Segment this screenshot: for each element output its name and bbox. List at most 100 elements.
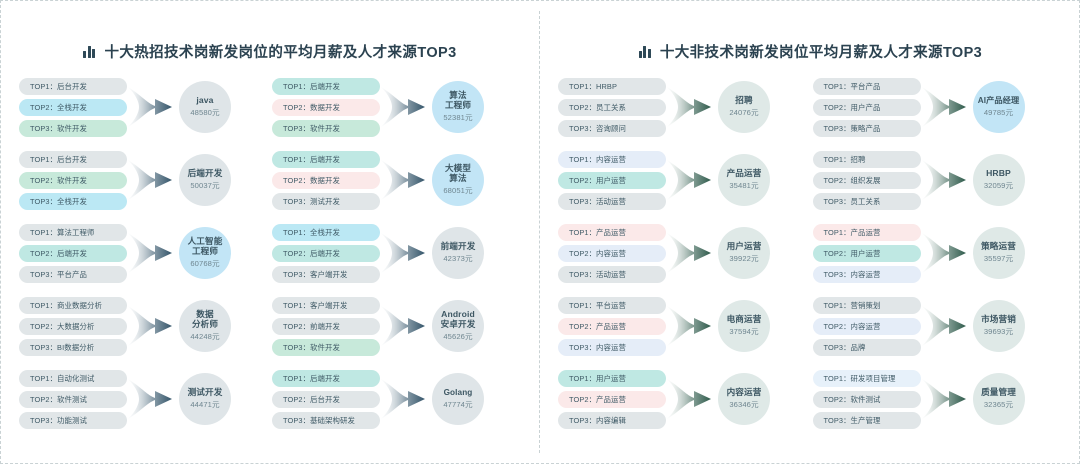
source-pill-top1[interactable]: TOP1：平台运营: [558, 296, 666, 314]
source-pill-top3[interactable]: TOP3：品牌: [812, 338, 921, 356]
source-pill-top3[interactable]: TOP3：软件开发: [19, 119, 127, 137]
source-pill-top3[interactable]: TOP3：基础架构研发: [272, 411, 380, 429]
source-pill-top1[interactable]: TOP1：后台开发: [19, 77, 127, 95]
source-pill-top2[interactable]: TOP2：组织发展: [812, 171, 921, 189]
source-pill-top1[interactable]: TOP1：产品运营: [812, 223, 921, 241]
target-job-name: 大模型 算法: [444, 162, 472, 183]
source-pill-top3[interactable]: TOP3：策略产品: [812, 119, 921, 137]
target-job-salary: 32365元: [983, 400, 1014, 410]
source-pill-top3[interactable]: TOP3：测试开发: [272, 192, 380, 210]
source-pill-top3[interactable]: TOP3：软件开发: [272, 338, 380, 356]
source-pill-top1[interactable]: TOP1：招聘: [812, 150, 921, 168]
source-pill-top3[interactable]: TOP3：功能测试: [19, 411, 127, 429]
source-pill-top2[interactable]: TOP2：后台开发: [272, 390, 380, 408]
source-pill-top3[interactable]: TOP3：内容运营: [812, 265, 921, 283]
source-pill-top2[interactable]: TOP2：数据开发: [272, 98, 380, 116]
source-pill-top1[interactable]: TOP1：后端开发: [272, 369, 380, 387]
source-pill-top3[interactable]: TOP3：客户端开发: [272, 265, 380, 283]
target-job-name: HRBP: [986, 167, 1011, 178]
source-pill-top2[interactable]: TOP2：大数据分析: [19, 317, 127, 335]
source-pill-top2[interactable]: TOP2：员工关系: [558, 98, 666, 116]
target-job-name: 后端开发: [187, 167, 223, 178]
target-job-bubble[interactable]: 大模型 算法 68051元: [432, 154, 484, 206]
flow-arrow: [380, 154, 432, 206]
source-pill-top1[interactable]: TOP1：用户运营: [558, 369, 666, 387]
source-pill-top2[interactable]: TOP2：内容运营: [812, 317, 921, 335]
source-pill-top3[interactable]: TOP3：内容运营: [558, 338, 666, 356]
source-pill-top2[interactable]: TOP2：内容运营: [558, 244, 666, 262]
source-pill-top3[interactable]: TOP3：活动运营: [558, 192, 666, 210]
source-pill-top1[interactable]: TOP1：算法工程师: [19, 223, 127, 241]
target-job-salary: 49785元: [983, 108, 1014, 118]
target-job-salary: 45626元: [443, 332, 473, 342]
source-pill-list: TOP1：客户端开发 TOP2：前端开发 TOP3：软件开发: [272, 296, 380, 356]
source-pill-top1[interactable]: TOP1：全栈开发: [272, 223, 380, 241]
source-pill-top2[interactable]: TOP2：用户运营: [812, 244, 921, 262]
source-pill-top3[interactable]: TOP3：生产管理: [812, 411, 921, 429]
source-pill-top3[interactable]: TOP3：软件开发: [272, 119, 380, 137]
source-pill-top3[interactable]: TOP3：平台产品: [19, 265, 127, 283]
target-job-salary: 39922元: [729, 254, 759, 264]
source-pill-top3[interactable]: TOP3：活动运营: [558, 265, 666, 283]
target-job-salary: 68051元: [443, 186, 473, 196]
target-job-name: 质量管理: [981, 386, 1016, 397]
source-pill-top2[interactable]: TOP2：用户产品: [812, 98, 921, 116]
source-pill-top2[interactable]: TOP2：前端开发: [272, 317, 380, 335]
source-pill-top1[interactable]: TOP1：客户端开发: [272, 296, 380, 314]
source-pill-top3[interactable]: TOP3：BI数据分析: [19, 338, 127, 356]
flow-group: TOP1：研发项目管理 TOP2：软件测试 TOP3：生产管理 质量管理 32365元: [812, 368, 1064, 430]
source-pill-top1[interactable]: TOP1：自动化测试: [19, 369, 127, 387]
target-job-bubble[interactable]: 质量管理 32365元: [972, 373, 1025, 425]
source-pill-top2[interactable]: TOP2：产品运营: [558, 390, 666, 408]
source-pill-top1[interactable]: TOP1：HRBP: [558, 77, 666, 95]
source-pill-top1[interactable]: TOP1：平台产品: [812, 77, 921, 95]
flow-arrow: [127, 227, 179, 279]
source-pill-top2[interactable]: TOP2：后端开发: [19, 244, 127, 262]
source-pill-top2[interactable]: TOP2：后端开发: [272, 244, 380, 262]
source-pill-top2[interactable]: TOP2：数据开发: [272, 171, 380, 189]
source-pill-top2[interactable]: TOP2：软件测试: [19, 390, 127, 408]
source-pill-top1[interactable]: TOP1：内容运营: [558, 150, 666, 168]
source-pill-list: TOP1：算法工程师 TOP2：后端开发 TOP3：平台产品: [19, 223, 127, 283]
source-pill-top2[interactable]: TOP2：软件开发: [19, 171, 127, 189]
source-pill-top2[interactable]: TOP2：全栈开发: [19, 98, 127, 116]
source-pill-top1[interactable]: TOP1：商业数据分析: [19, 296, 127, 314]
source-pill-top3[interactable]: TOP3：全栈开发: [19, 192, 127, 210]
source-pill-top1[interactable]: TOP1：营销策划: [812, 296, 921, 314]
source-pill-top1[interactable]: TOP1：后端开发: [272, 77, 380, 95]
source-pill-top2[interactable]: TOP2：产品运营: [558, 317, 666, 335]
source-pill-top1[interactable]: TOP1：产品运营: [558, 223, 666, 241]
source-pill-top2[interactable]: TOP2：用户运营: [558, 171, 666, 189]
source-pill-top1[interactable]: TOP1：研发项目管理: [812, 369, 921, 387]
source-pill-top2[interactable]: TOP2：软件测试: [812, 390, 921, 408]
source-pill-top1[interactable]: TOP1：后台开发: [19, 150, 127, 168]
source-pill-top3[interactable]: TOP3：咨询顾问: [558, 119, 666, 137]
source-pill-top3[interactable]: TOP3：员工关系: [812, 192, 921, 210]
source-pill-top3[interactable]: TOP3：内容编辑: [558, 411, 666, 429]
source-pill-top1[interactable]: TOP1：后端开发: [272, 150, 380, 168]
flow-arrow: [666, 227, 718, 279]
